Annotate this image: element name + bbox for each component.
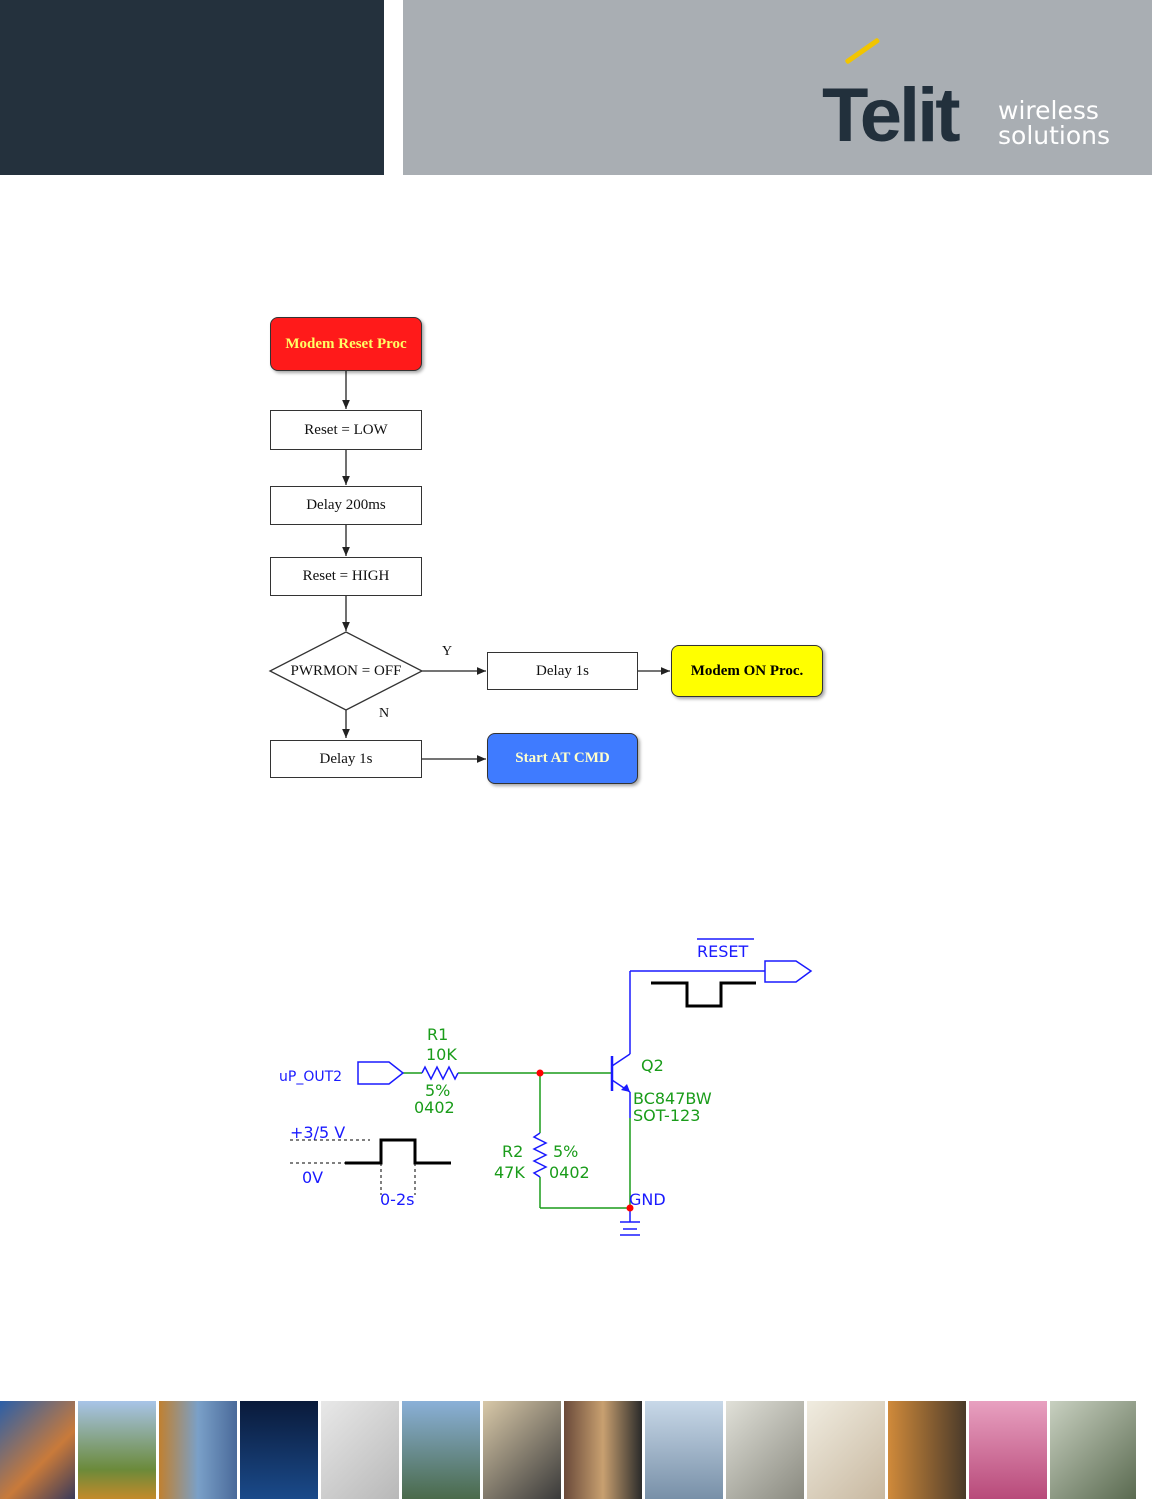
photo-airport <box>0 1401 75 1499</box>
q2-collector <box>612 1054 630 1066</box>
photo-containers <box>159 1401 237 1499</box>
pulse-high-label: +3/5 V <box>290 1123 345 1142</box>
pulse-low-label: 0V <box>302 1168 323 1187</box>
photo-phone-booth <box>78 1401 156 1499</box>
photo-shelves <box>969 1401 1047 1499</box>
r2-package: 0402 <box>549 1163 590 1182</box>
r1-value: 10K <box>426 1045 457 1064</box>
r2-tolerance: 5% <box>553 1142 578 1161</box>
reset-pulse-waveform <box>651 983 756 1006</box>
q2-package: SOT-123 <box>633 1106 700 1125</box>
r1-ref: R1 <box>427 1025 448 1044</box>
r2-resistor <box>534 1133 546 1177</box>
photo-laser-lines <box>807 1401 885 1499</box>
photo-clock-display <box>240 1401 318 1499</box>
photo-security-camera <box>1050 1401 1136 1499</box>
r2-value: 47K <box>494 1163 525 1182</box>
r1-package: 0402 <box>414 1098 455 1117</box>
photo-subway <box>888 1401 966 1499</box>
photo-keyboard <box>321 1401 399 1499</box>
reset-port-icon <box>765 961 811 982</box>
gnd-label: GND <box>629 1190 666 1209</box>
pulse-width-label: 0-2s <box>380 1190 414 1209</box>
r2-ref: R2 <box>502 1142 523 1161</box>
photo-vending-machine <box>564 1401 642 1499</box>
photo-wind-turbines <box>645 1401 723 1499</box>
input-port-icon <box>358 1062 403 1084</box>
reset-net-label: RESET <box>697 942 748 961</box>
input-net-label: uP_OUT2 <box>279 1069 342 1085</box>
r1-resistor <box>422 1067 458 1079</box>
q2-ref: Q2 <box>641 1056 664 1075</box>
footer-photo-strip <box>0 1401 1152 1499</box>
junction-node <box>537 1070 544 1077</box>
photo-card-reader <box>483 1401 561 1499</box>
reset-circuit-schematic: RESET uP_OUT2 R1 10K 5% 0402 R2 47K 5% 0… <box>0 0 1152 1260</box>
input-pulse-waveform <box>345 1140 451 1163</box>
q2-emitter-arrow-icon <box>621 1084 630 1092</box>
photo-electric-meter <box>726 1401 804 1499</box>
photo-cyclist <box>402 1401 480 1499</box>
